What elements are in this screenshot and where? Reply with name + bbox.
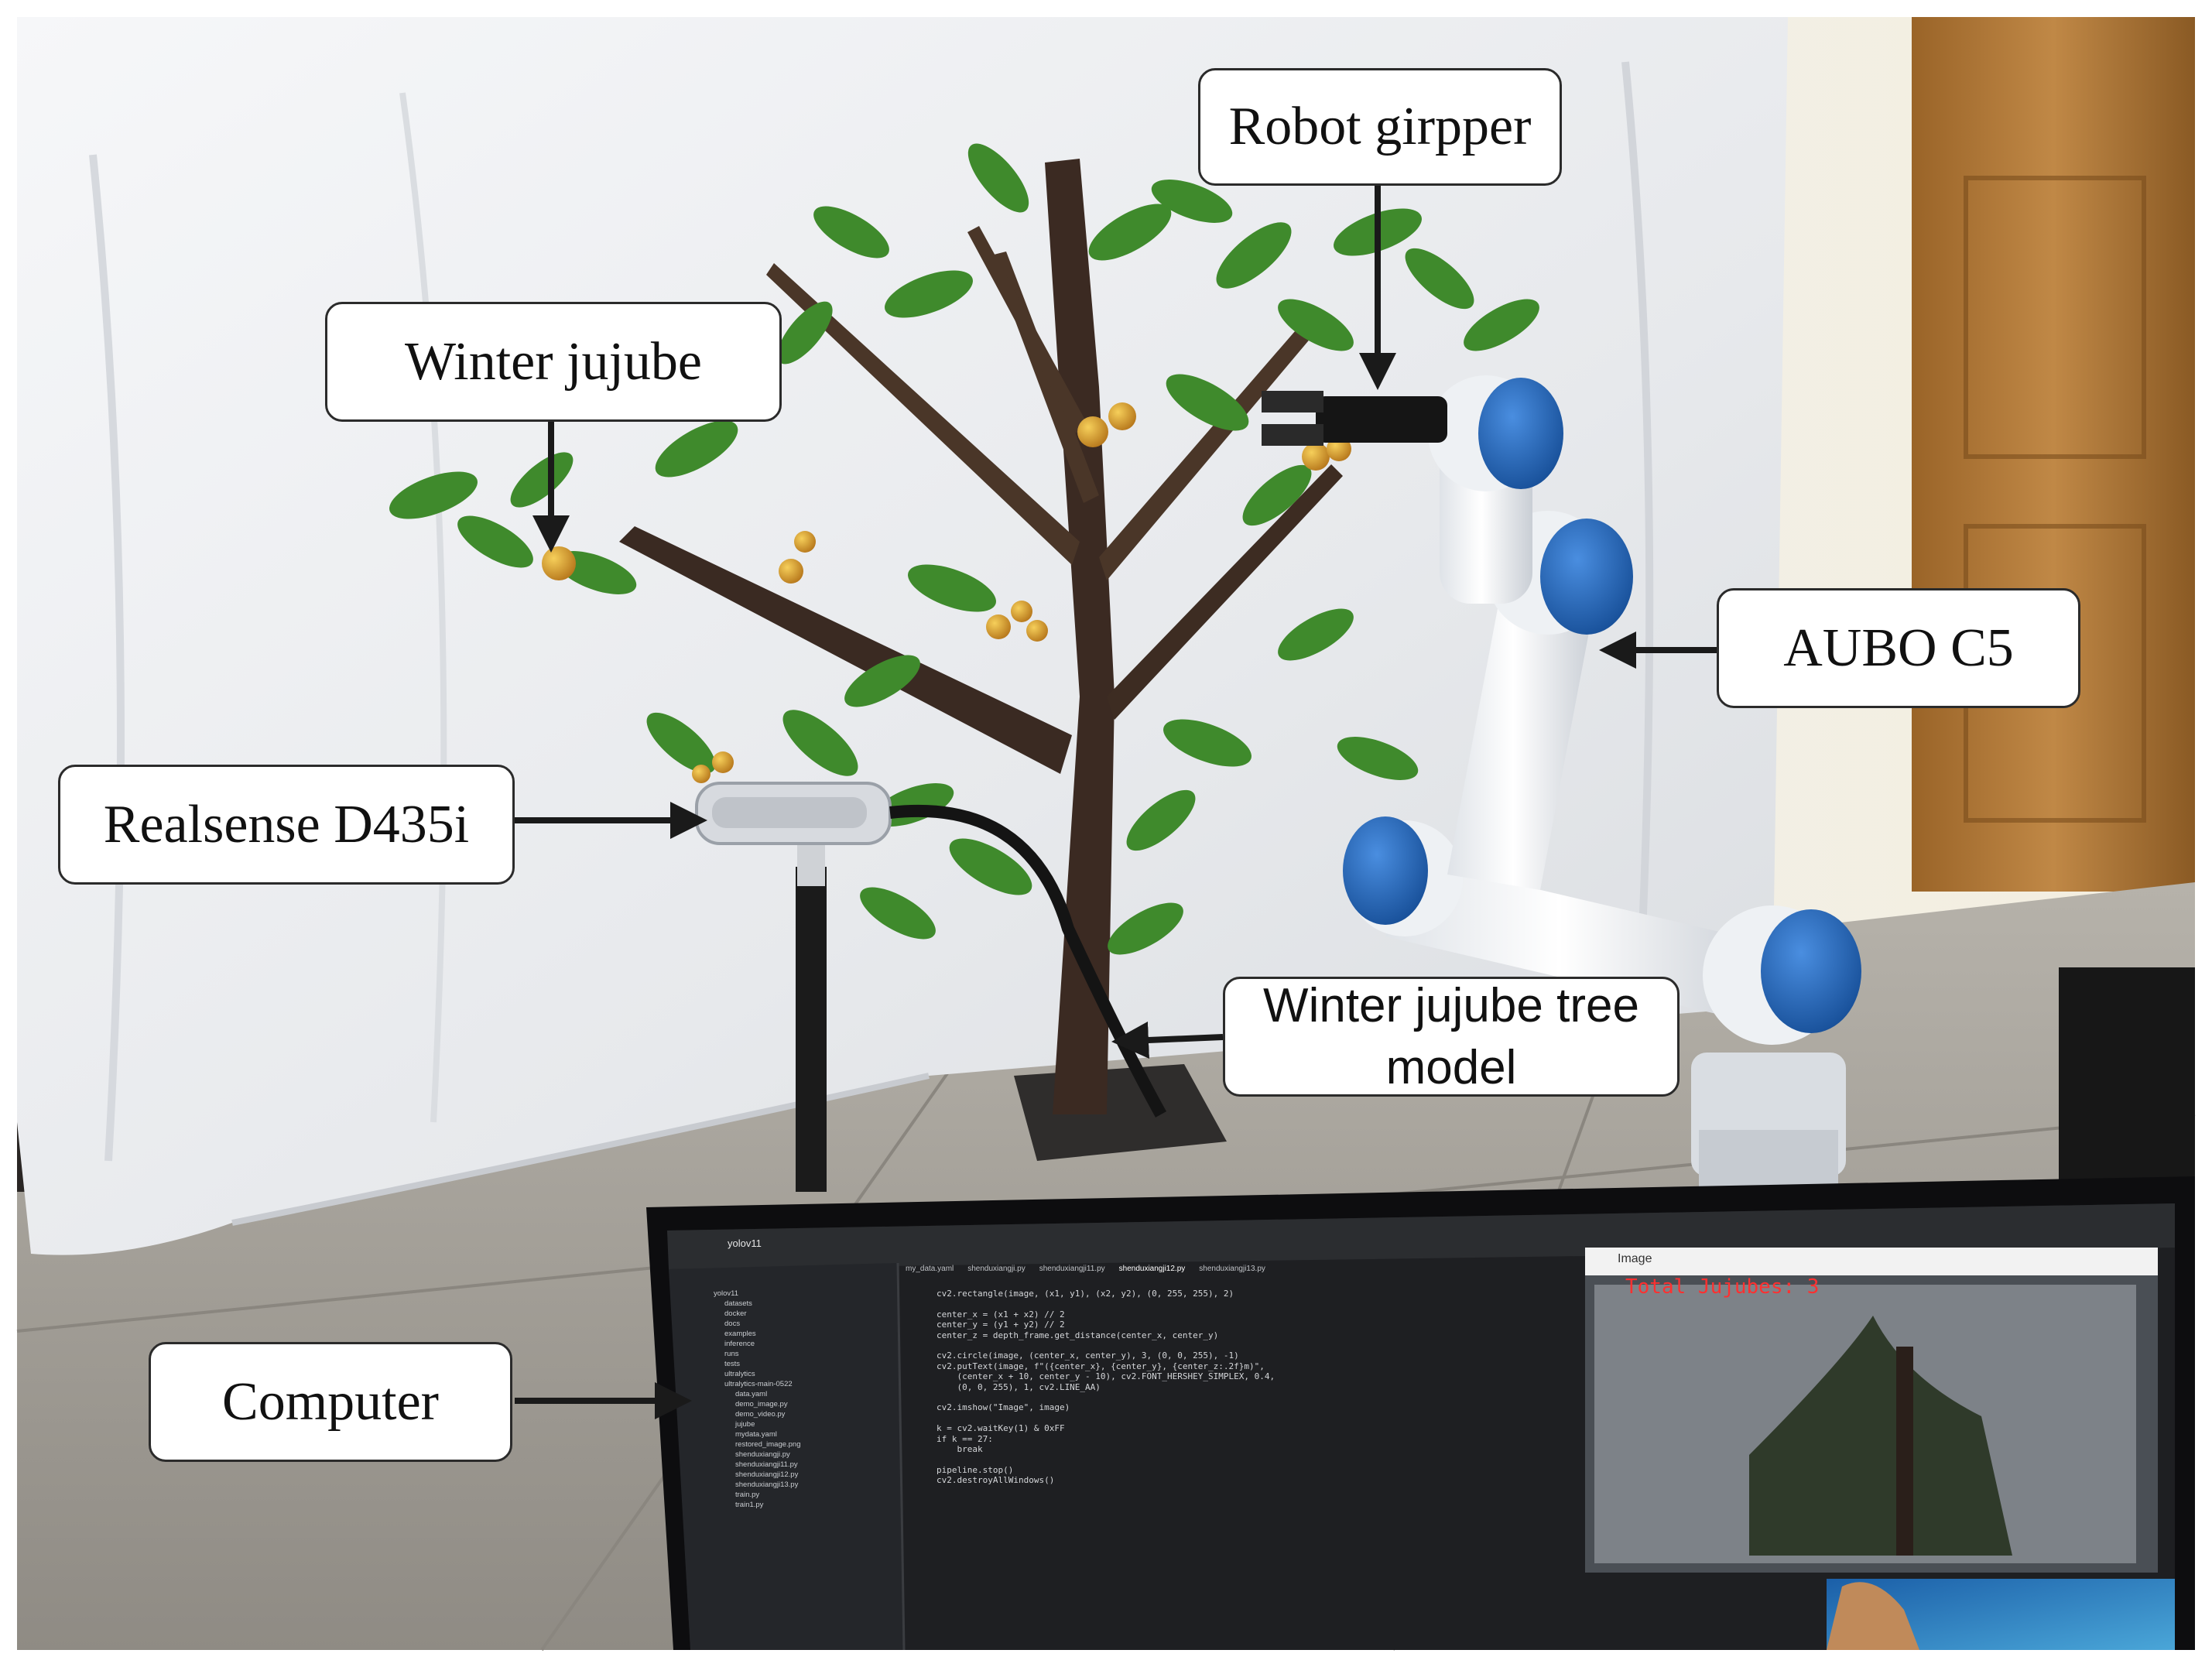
realsense-camera	[695, 782, 1166, 1118]
file-tree-item[interactable]: ultralytics	[724, 1370, 755, 1378]
ide-tab-active[interactable]: shenduxiangji12.py	[1118, 1265, 1186, 1273]
file-tree-item[interactable]: jujube	[735, 1420, 755, 1429]
robot-gripper-label: Robot girpper	[1198, 68, 1562, 186]
code-line	[937, 1340, 1571, 1350]
file-tree-item[interactable]: ultralytics-main-0522	[724, 1380, 793, 1388]
code-line: center_x = (x1 + x2) // 2	[937, 1309, 1065, 1320]
ide-tab[interactable]: shenduxiangji.py	[967, 1265, 1026, 1273]
code-line	[937, 1454, 1571, 1464]
ide-tab[interactable]: my_data.yaml	[906, 1265, 954, 1273]
ide-project-name[interactable]: yolov11	[728, 1237, 762, 1249]
computer-label: Computer	[149, 1342, 512, 1462]
file-tree-item[interactable]: docs	[724, 1320, 741, 1328]
file-tree-item[interactable]: datasets	[724, 1299, 752, 1308]
camera-tripod	[796, 867, 827, 1192]
code-line: center_y = (y1 + y2) // 2	[937, 1320, 1065, 1330]
ide-screen-content: yolov11 my_data.yaml shenduxiangji.py sh…	[704, 1234, 1579, 1652]
winter-jujube-label: Winter jujube	[325, 302, 782, 422]
file-tree-item[interactable]: data.yaml	[735, 1390, 768, 1398]
ide-tab-bar: my_data.yaml shenduxiangji.py shenduxian…	[906, 1264, 1265, 1274]
file-tree-item[interactable]: demo_image.py	[735, 1400, 788, 1409]
tree-model-label: Winter jujube tree model	[1223, 977, 1680, 1097]
file-tree-item[interactable]: tests	[724, 1360, 741, 1368]
ide-code-editor[interactable]: cv2.rectangle(image, (x1, y1), (x2, y2),…	[937, 1289, 1571, 1486]
realsense-label: Realsense D435i	[58, 765, 515, 885]
code-line: cv2.rectangle(image, (x1, y1), (x2, y2),…	[937, 1289, 1234, 1299]
file-tree-item[interactable]: shenduxiangji13.py	[735, 1480, 799, 1489]
aubo-c5-label: AUBO C5	[1717, 588, 2080, 708]
code-line	[937, 1413, 1571, 1423]
file-tree-item[interactable]: yolov11	[714, 1289, 739, 1298]
code-line: break	[937, 1444, 983, 1455]
ide-tab[interactable]: shenduxiangji11.py	[1039, 1265, 1105, 1273]
file-tree-item[interactable]: demo_video.py	[735, 1410, 786, 1419]
code-line: if k == 27:	[937, 1433, 993, 1444]
code-line: (0, 0, 255), 1, cv2.LINE_AA)	[937, 1381, 1101, 1392]
file-tree-item[interactable]: train.py	[735, 1491, 760, 1499]
code-line	[937, 1299, 1571, 1309]
code-line: cv2.destroyAllWindows()	[937, 1475, 1055, 1486]
code-line: center_z = depth_frame.get_distance(cent…	[937, 1330, 1219, 1340]
code-line: (center_x + 10, center_y - 10), cv2.FONT…	[937, 1371, 1275, 1382]
detection-overlay-text: Total Jujubes: 3	[1625, 1275, 1820, 1299]
code-line: cv2.circle(image, (center_x, center_y), …	[937, 1350, 1239, 1361]
file-tree-item[interactable]: examples	[724, 1330, 756, 1338]
code-line: pipeline.stop()	[937, 1464, 1014, 1475]
callout-arrows	[515, 186, 1720, 1419]
code-line: k = cv2.waitKey(1) & 0xFF	[937, 1423, 1065, 1434]
file-tree-item[interactable]: restored_image.png	[735, 1440, 801, 1449]
file-tree-item[interactable]: shenduxiangji11.py	[735, 1460, 798, 1469]
image-window-title: Image	[1618, 1252, 1652, 1265]
computer-monitor	[646, 1176, 2195, 1651]
file-tree-item[interactable]: train1.py	[735, 1501, 764, 1509]
file-tree-item[interactable]: shenduxiangji.py	[735, 1450, 790, 1459]
file-tree-item[interactable]: runs	[724, 1350, 739, 1358]
aubo-robot-arm	[1262, 375, 1861, 1192]
file-tree-item[interactable]: mydata.yaml	[735, 1430, 777, 1439]
code-line: cv2.putText(image, f"({center_x}, {cente…	[937, 1361, 1265, 1371]
code-line	[937, 1392, 1571, 1402]
file-tree-item[interactable]: inference	[724, 1340, 755, 1348]
jujube-tree-model	[389, 143, 1539, 1114]
code-line: cv2.imshow("Image", image)	[937, 1402, 1070, 1413]
file-tree-item[interactable]: docker	[724, 1309, 747, 1318]
file-tree-item[interactable]: shenduxiangji12.py	[735, 1470, 799, 1479]
ide-tab[interactable]: shenduxiangji13.py	[1199, 1265, 1265, 1273]
